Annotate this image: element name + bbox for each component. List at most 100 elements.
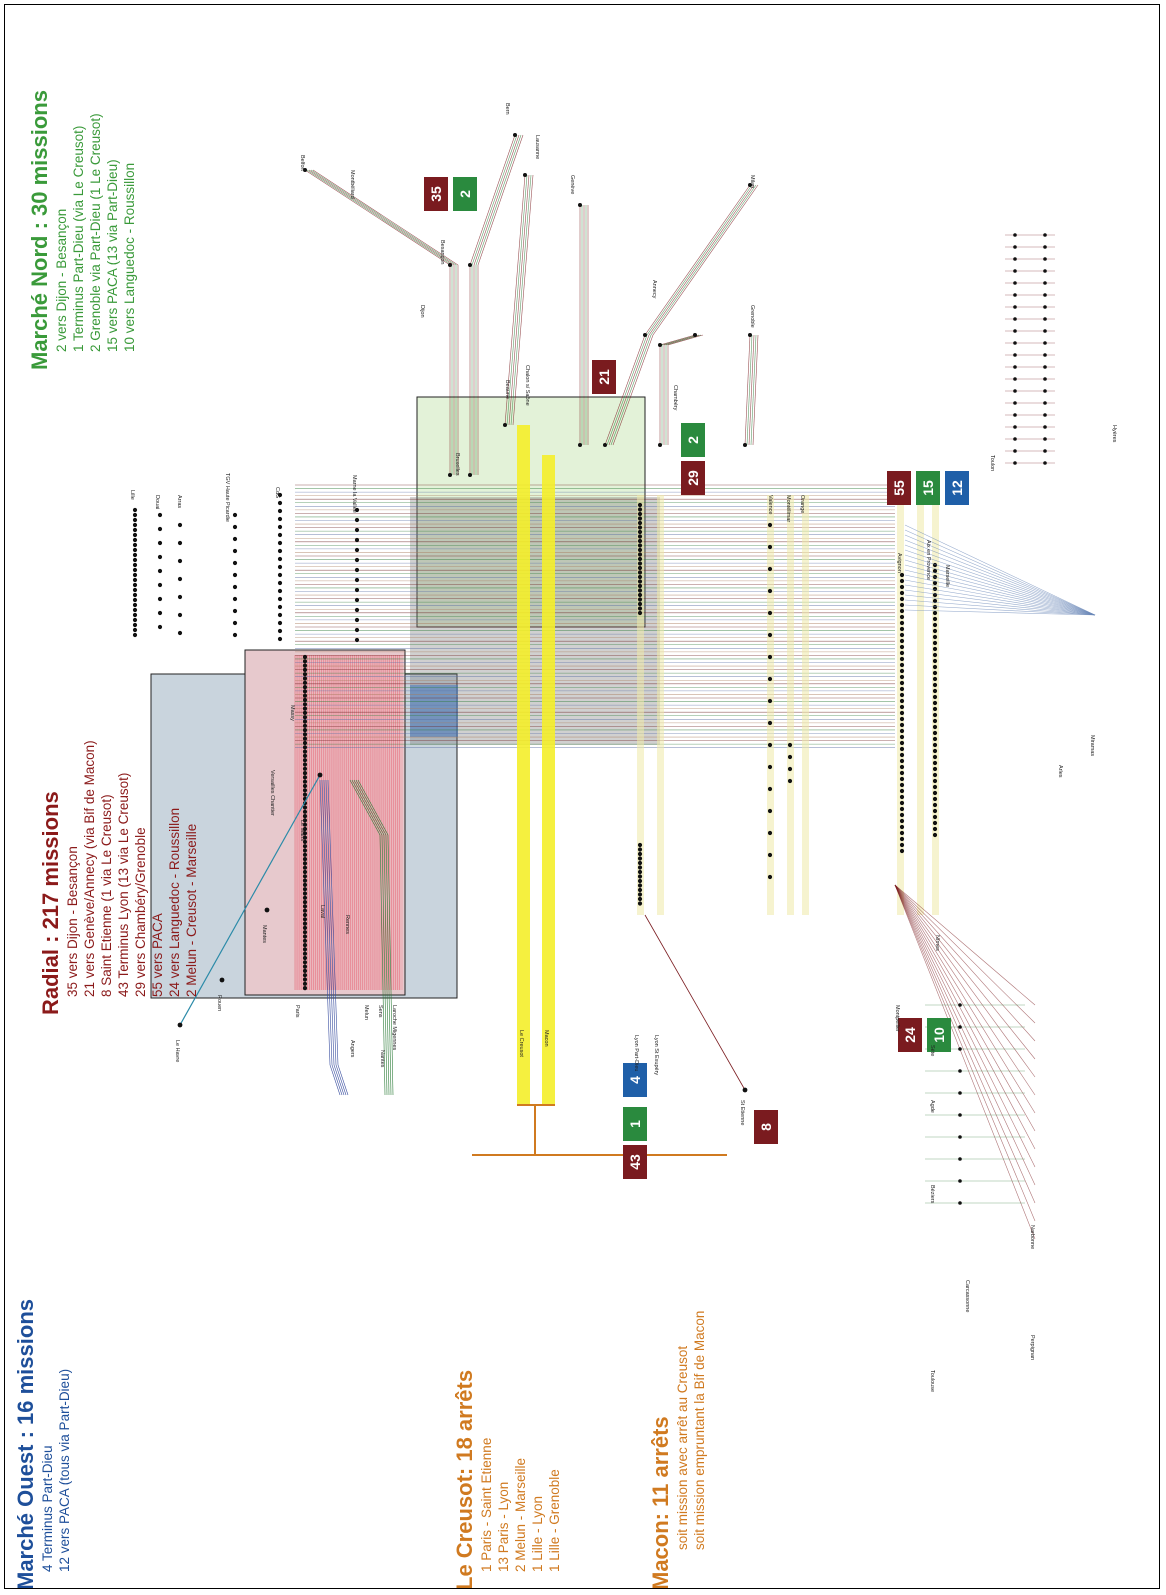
station-dot: [933, 605, 937, 609]
station-label: Lyon Part-Dieu: [633, 1035, 639, 1071]
legend-macon-item: soit mission avec arrêt au Creusot: [674, 1260, 691, 1550]
station-dot: [768, 765, 772, 769]
station-label: Arras: [176, 495, 182, 508]
station-dot: [133, 628, 137, 632]
station-dot: [233, 549, 237, 553]
station-dot: [768, 677, 772, 681]
station-dot: [1043, 449, 1047, 453]
station-dot: [178, 559, 182, 563]
station-dot: [133, 518, 137, 522]
station-dot: [303, 922, 307, 926]
legend-creusot-item: 1 Lille - Grenoble: [546, 1300, 563, 1572]
badge-nord-lyon: 1: [623, 1107, 647, 1141]
station-dot: [158, 611, 162, 615]
station-dot: [355, 638, 359, 642]
station-dot: [933, 785, 937, 789]
station-dot: [1013, 365, 1017, 369]
station-dot: [1043, 281, 1047, 285]
station-dot: [1013, 269, 1017, 273]
station-dot: [933, 695, 937, 699]
legend-ouest-item: 4 Terminus Part-Dieu: [39, 1170, 56, 1572]
station-dot: [638, 534, 642, 538]
station-dot: [303, 913, 307, 917]
station-label: Grenoble: [749, 305, 755, 328]
station-dot: [933, 659, 937, 663]
station-dot: [303, 780, 307, 784]
station-dot: [743, 1088, 748, 1093]
station-dot: [303, 707, 307, 711]
station-dot: [158, 569, 162, 573]
station-label: Lille: [129, 490, 135, 500]
legend-macon-item: soit mission empruntant la Bif de Macon: [691, 1260, 708, 1550]
badge-radial-dijon: 35: [424, 177, 448, 211]
station-dot: [958, 1091, 962, 1095]
station-dot: [900, 585, 904, 589]
station-dot: [933, 707, 937, 711]
station-dot: [638, 503, 642, 507]
station-dot: [933, 755, 937, 759]
station-dot: [638, 870, 642, 874]
station-dot: [900, 759, 904, 763]
station-dot: [933, 797, 937, 801]
station-label: Marne la Vallée: [351, 475, 357, 513]
station-dot: [900, 819, 904, 823]
station-dot: [1043, 401, 1047, 405]
station-dot: [278, 517, 282, 521]
station-dot: [768, 853, 772, 857]
station-dot: [638, 525, 642, 529]
station-dot: [638, 530, 642, 534]
station-dot: [303, 943, 307, 947]
station-dot: [513, 133, 517, 137]
station-dot: [303, 939, 307, 943]
station-label: Miramas: [1089, 735, 1095, 756]
station-dot: [768, 611, 772, 615]
station-dot: [638, 512, 642, 516]
station-dot: [958, 1069, 962, 1073]
station-dot: [1013, 341, 1017, 345]
station-dot: [303, 977, 307, 981]
station-dot: [265, 908, 270, 913]
station-dot: [278, 557, 282, 561]
languedoc-line: [895, 885, 1035, 1095]
station-dot: [900, 651, 904, 655]
station-dot: [303, 775, 307, 779]
station-label: Lausanne: [534, 135, 540, 159]
station-dot: [1043, 389, 1047, 393]
station-dot: [768, 787, 772, 791]
station-dot: [788, 743, 792, 747]
legend-radial-item: 29 vers Chambéry/Grenoble: [132, 755, 149, 997]
station-dot: [303, 737, 307, 741]
station-dot: [355, 578, 359, 582]
station-dot: [133, 623, 137, 627]
station-dot: [303, 969, 307, 973]
station-dot: [158, 527, 162, 531]
legend-radial-title: Radial : 217 missions: [38, 755, 64, 1015]
station-dot: [278, 637, 282, 641]
station-dot: [303, 784, 307, 788]
station-dot: [355, 518, 359, 522]
station-dot: [220, 978, 225, 983]
station-dot: [233, 633, 237, 637]
station-dot: [303, 986, 307, 990]
station-dot: [1013, 461, 1017, 465]
station-dot: [933, 731, 937, 735]
station-dot: [303, 844, 307, 848]
station-label: Macon: [543, 1030, 549, 1047]
station-dot: [1043, 377, 1047, 381]
station-dot: [1043, 437, 1047, 441]
station-dot: [303, 788, 307, 792]
station-dot: [303, 896, 307, 900]
station-dot: [900, 615, 904, 619]
station-dot: [178, 631, 182, 635]
station-dot: [768, 545, 772, 549]
station-dot: [448, 473, 452, 477]
station-dot: [355, 588, 359, 592]
station-dot: [933, 803, 937, 807]
station-dot: [1013, 317, 1017, 321]
station-dot: [133, 573, 137, 577]
legend-radial-item: 55 vers PACA: [149, 755, 166, 997]
station-dot: [1013, 257, 1017, 261]
station-dot: [578, 203, 582, 207]
station-dot: [303, 926, 307, 930]
station-dot: [233, 513, 237, 517]
